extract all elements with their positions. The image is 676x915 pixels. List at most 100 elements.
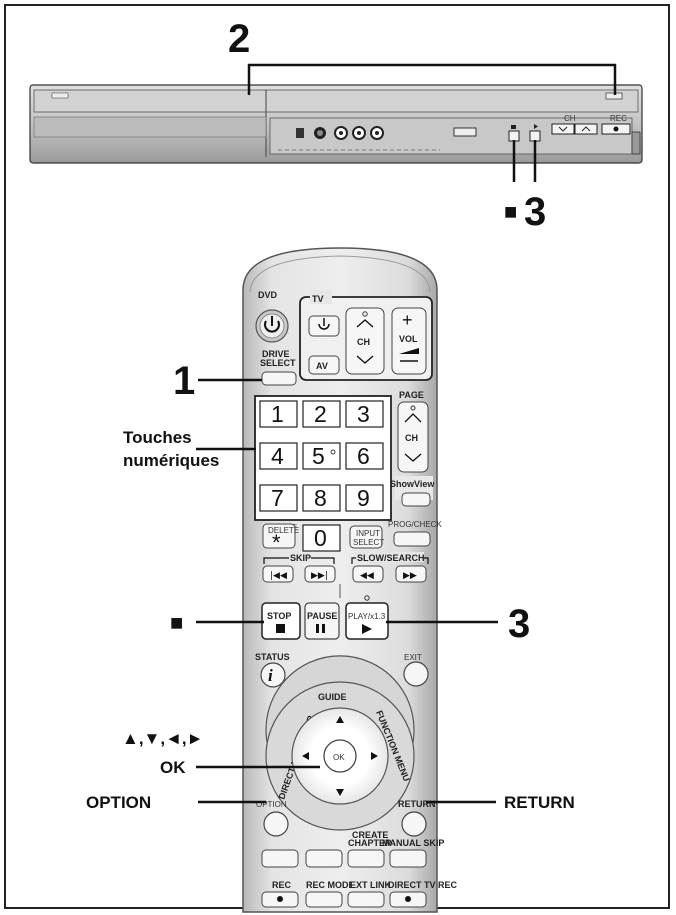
prog-check-button[interactable] [393,531,431,547]
pause-button[interactable] [304,602,340,640]
rec-mode-button[interactable] [305,891,343,908]
prog-check-label: PROG/CHECK [388,520,442,529]
stop-icon [276,624,285,633]
input-select-button[interactable] [349,525,383,549]
digit-1: 1 [271,401,284,427]
ok-button[interactable] [323,739,357,773]
info-icon: i [268,666,273,685]
showview-button[interactable] [401,492,431,507]
play-label: PLAY/x1.3 [348,612,386,621]
direct-tv-rec-label: DIRECT TV REC [388,880,458,890]
page-label: PAGE [399,390,424,400]
rec-icon [277,896,283,902]
digit-2: 2 [314,401,327,427]
callout-player-3: 3 [524,190,546,234]
skip-forward-button[interactable] [304,565,336,583]
manual-skip-button[interactable] [389,849,427,868]
svg-text:|◀◀: |◀◀ [270,571,287,581]
input-select-2: SELECT [353,538,384,547]
drive-select-label-2: SELECT [260,358,296,368]
player-ch-up-button[interactable] [574,123,598,135]
callout-1: 1 [173,359,195,403]
search-back-button[interactable] [352,565,384,583]
digit-4: 4 [271,443,284,469]
tv-vol-label: VOL [399,334,418,344]
callout-option: OPTION [86,793,151,812]
ext-link-button[interactable] [347,891,385,908]
page-ch-label: CH [405,433,418,443]
color-button-2[interactable] [305,849,343,868]
power-icon [264,320,280,333]
showview-label: ShowView [390,479,435,489]
create-chapter-button[interactable] [347,849,385,868]
stop-label: STOP [267,611,291,621]
drive-select-button[interactable] [261,371,297,386]
player-ch-label: CH [564,114,576,123]
callout-return: RETURN [504,793,575,812]
keypad-keys: 1 2 3 4 5 6 7 8 9 0 [259,400,384,552]
key-6[interactable] [345,442,384,470]
callout-ok: OK [160,758,186,777]
key-2[interactable] [302,400,341,428]
key-5[interactable] [302,442,341,470]
skip-back-button[interactable] [262,565,294,583]
svg-text:+: + [402,310,413,330]
key-4[interactable] [259,442,298,470]
digit-6: 6 [357,443,370,469]
key-0[interactable] [302,524,341,552]
search-forward-button[interactable] [395,565,427,583]
return-label: RETURN [398,799,436,809]
ext-link-label: EXT LINK [350,880,392,890]
exit-label: EXIT [404,653,422,662]
rec-mode-label: REC MODE [306,880,355,890]
callout-touches-2: numériques [123,451,219,470]
rec-label: REC [272,880,292,890]
digit-8: 8 [314,485,327,511]
dvd-recorder: CH REC [29,84,643,164]
guide-label: GUIDE [318,692,347,702]
key-3[interactable] [345,400,384,428]
callout-2-leader [247,63,617,95]
digit-5: 5 [312,443,325,469]
return-button[interactable] [401,811,427,837]
tv-vol-rocker[interactable] [391,307,427,375]
callout-2: 2 [228,17,250,61]
create-chapter-2: CHAPTER [348,838,392,848]
key-9[interactable] [345,484,384,512]
digit-3: 3 [357,401,370,427]
manual-skip-label: MANUAL SKIP [382,838,444,848]
digit-9: 9 [357,485,370,511]
player-ch-down-button[interactable] [551,123,575,135]
down-arrow-icon [336,789,344,796]
key-8[interactable] [302,484,341,512]
option-label: OPTION [256,800,287,809]
callout-stop: ■ [170,610,183,635]
exit-button[interactable] [403,661,429,687]
option-button[interactable] [263,811,289,837]
right-arrow-icon [371,752,378,760]
callout-touches-1: Touches [123,428,192,447]
svg-text:◀◀: ◀◀ [360,571,374,581]
remote-control: DVD TV AV CH + VOL DRIVE SELECT [242,247,458,913]
delete-button[interactable] [262,523,296,549]
tv-ch-rocker[interactable] [345,307,385,375]
slow-search-label: SLOW/SEARCH [357,553,425,563]
status-button[interactable] [260,662,286,688]
stop-button[interactable] [261,602,301,640]
delete-text: DELETE [268,526,299,535]
key-7[interactable] [259,484,298,512]
tv-av-button[interactable] [308,355,340,375]
svg-text:▶▶: ▶▶ [403,571,417,581]
direct-tv-rec-icon [405,896,411,902]
color-button-1[interactable] [261,849,299,868]
player-rec-label: REC [610,114,627,123]
skip-label: SKIP [290,553,311,563]
play-icon [362,624,372,634]
create-chapter-1: CREATE [352,830,388,840]
digit-0: 0 [314,525,327,551]
play-button[interactable] [345,602,389,640]
svg-text:▶▶|: ▶▶| [311,571,328,581]
key-1[interactable] [259,400,298,428]
callout-arrows: ▲,▼,◄,► [122,729,203,748]
callout-player-stop: ■ [504,199,517,224]
